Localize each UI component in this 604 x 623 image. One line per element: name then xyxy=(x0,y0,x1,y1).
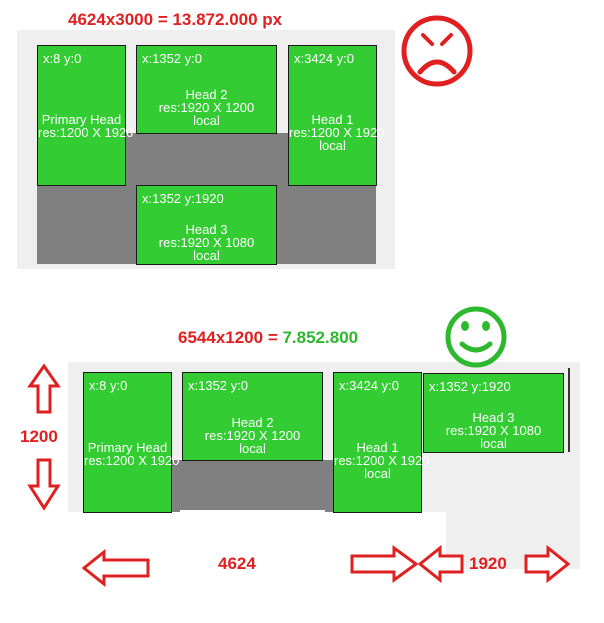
monitor-name: Head 1 xyxy=(311,112,354,127)
monitor-resolution: res:1920 X 1200 xyxy=(158,100,255,115)
top-gray-area-left xyxy=(37,185,137,264)
monitor-name: Head 2 xyxy=(231,415,274,430)
bottom-monitor-head-1: x:3424 y:0 Head 1 res:1200 X 1920 local xyxy=(333,372,430,513)
arrow-down-icon xyxy=(27,458,61,511)
height-dimension-label: 1200 xyxy=(20,427,58,446)
bottom-white-strip xyxy=(180,510,325,516)
bottom-white-gap xyxy=(68,512,446,569)
monitor-coord: x:1352 y:1920 xyxy=(429,379,511,394)
monitor-location: local xyxy=(319,138,346,153)
monitor-resolution: res:1200 X 1920 xyxy=(289,125,385,140)
monitor-resolution: res:1920 X 1200 xyxy=(204,428,301,443)
bottom-monitor-head-3: x:1352 y:1920 Head 3 res:1920 X 1080 loc… xyxy=(423,373,564,453)
width-dimension-label-extra: 1920 xyxy=(469,554,507,573)
monitor-location: local xyxy=(193,248,220,263)
arrow-up-icon xyxy=(27,363,61,414)
monitor-coord: x:8 y:0 xyxy=(89,378,128,393)
width-dimension-label-main: 4624 xyxy=(218,554,256,573)
monitor-resolution: res:1200 X 1920 xyxy=(38,125,134,140)
monitor-name: Head 3 xyxy=(472,410,515,425)
top-monitor-head-3: x:1352 y:1920 Head 3 res:1920 X 1080 loc… xyxy=(136,185,277,265)
monitor-resolution: res:1920 X 1080 xyxy=(445,423,542,438)
monitor-location: local xyxy=(193,113,220,128)
monitor-name: Primary Head xyxy=(41,112,122,127)
monitor-coord: x:3424 y:0 xyxy=(294,51,354,66)
top-gray-area-right xyxy=(275,185,376,264)
monitor-name: Primary Head xyxy=(87,440,168,455)
monitor-location: local xyxy=(239,441,266,456)
monitor-coord: x:3424 y:0 xyxy=(339,378,399,393)
bottom-title-pixels: 7.852.800 xyxy=(282,328,359,347)
top-title: 4624x3000 = 13.872.000 px xyxy=(68,10,282,30)
monitor-coord: x:1352 y:1920 xyxy=(142,191,224,206)
monitor-resolution: res:1200 X 1920 xyxy=(334,453,430,468)
monitor-location: local xyxy=(364,466,391,481)
top-monitor-head-2: x:1352 y:0 Head 2 res:1920 X 1200 local xyxy=(136,45,277,134)
top-title-pixels: 13.872.000 px xyxy=(172,10,283,29)
monitor-resolution: res:1200 X 1920 xyxy=(84,453,180,468)
monitor-location: local xyxy=(480,436,507,451)
bottom-gray-area xyxy=(170,460,336,512)
bottom-title: 6544x1200 = 7.852.800 xyxy=(178,328,358,348)
top-monitor-head-1: x:3424 y:0 Head 1 res:1200 X 1920 local xyxy=(288,45,385,186)
monitor-coord: x:1352 y:0 xyxy=(188,378,248,393)
monitor-name: Head 1 xyxy=(356,440,399,455)
monitor-resolution: res:1920 X 1080 xyxy=(158,235,255,250)
monitor-name: Head 2 xyxy=(185,87,228,102)
monitor-coord: x:8 y:0 xyxy=(43,51,82,66)
bottom-title-dimensions: 6544x1200 = xyxy=(178,328,283,347)
monitor-coord: x:1352 y:0 xyxy=(142,51,202,66)
monitor-name: Head 3 xyxy=(185,222,228,237)
bottom-monitor-head-2: x:1352 y:0 Head 2 res:1920 X 1200 local xyxy=(182,372,323,461)
top-monitor-primary-head: x:8 y:0 Primary Head res:1200 X 1920 xyxy=(37,45,134,186)
top-title-dimensions: 4624x3000 = xyxy=(68,10,173,29)
bottom-monitor-primary-head: x:8 y:0 Primary Head res:1200 X 1920 xyxy=(83,372,180,513)
bottom-vertical-line xyxy=(568,368,570,452)
